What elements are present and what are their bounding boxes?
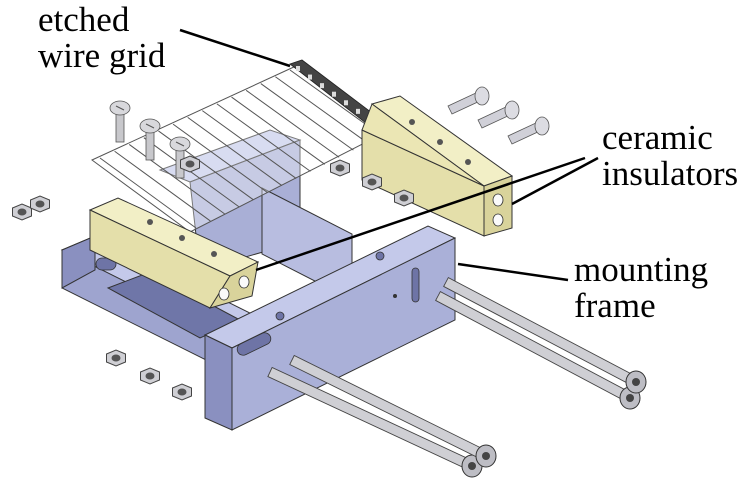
screw-head: [474, 86, 490, 106]
label-etched-wire-grid: etched wire grid: [38, 2, 165, 74]
hex-nut-hole: [399, 194, 409, 202]
rod-head-socket: [468, 462, 476, 470]
hex-nut-hole: [185, 160, 195, 168]
grid-wire: [172, 123, 268, 194]
frame-front-slot: [236, 332, 272, 356]
label-ceramic-line1: ceramic: [602, 118, 713, 157]
grid-wire: [275, 76, 368, 144]
grid-wire: [114, 150, 211, 222]
leader-ceramic-right: [511, 156, 599, 206]
screw-head: [504, 100, 520, 120]
grid-strip-hole: [296, 66, 300, 71]
rod-head-socket: [482, 452, 490, 460]
ceramic-left-top-hole: [211, 251, 217, 257]
ceramic-left-end-hole: [238, 275, 250, 289]
ceramic-insulator-right: [361, 95, 514, 237]
hex-nut-hole: [367, 178, 377, 186]
screw-slot: [115, 105, 125, 111]
grid-wire: [143, 137, 240, 208]
grid-strip-hole: [344, 100, 348, 106]
grid-wire: [245, 89, 340, 158]
grid-strip-hole: [308, 74, 312, 80]
ceramic-left-top-hole: [147, 219, 153, 225]
leader-lines: [179, 28, 599, 282]
frame-front-bar-end: [204, 334, 233, 431]
mounting-rods: [267, 276, 647, 478]
grid-wire: [260, 83, 354, 151]
hex-nut-hole: [17, 208, 27, 216]
hex-nut-hole: [177, 388, 187, 396]
leader-grid: [179, 28, 291, 68]
mounting-rod: [267, 366, 475, 472]
grid-wire: [99, 157, 197, 229]
screw-slot: [145, 123, 155, 129]
hex-nut-hole: [145, 372, 155, 380]
hex-nut-hole: [335, 164, 345, 172]
insulator-screws: [447, 86, 550, 145]
grid-wire: [216, 103, 311, 172]
label-ceramic-insulators: ceramic insulators: [602, 120, 738, 192]
ceramic-right-top-hole: [409, 119, 415, 125]
etched-wire-grid: [91, 59, 393, 233]
frame-hole: [275, 311, 285, 321]
leader-frame: [457, 262, 569, 282]
nuts: [12, 155, 414, 401]
ceramic-right-bevel: [361, 103, 485, 187]
frame-hole: [375, 251, 385, 261]
grid-wire: [128, 144, 225, 215]
grid-strip-hole: [320, 83, 324, 89]
leader-ceramic-left: [255, 156, 586, 272]
ceramic-left-top-hole: [179, 235, 185, 241]
ceramic-right-top-hole: [437, 139, 443, 145]
ceramic-right-top-hole: [465, 159, 471, 165]
hex-nut-hole: [35, 200, 45, 208]
label-mount-line1: mounting: [574, 250, 709, 289]
grid-wires: [99, 69, 383, 229]
label-ceramic-line2: insulators: [602, 154, 739, 193]
grid-strip-hole: [356, 108, 360, 114]
ceramic-right-end-hole: [492, 213, 504, 227]
grid-strip-hole: [332, 91, 336, 97]
label-mount-line2: frame: [574, 286, 656, 325]
screw-head: [534, 116, 550, 136]
grid-wire: [187, 116, 283, 186]
grid-wire: [231, 96, 326, 165]
label-mounting-frame: mounting frame: [574, 252, 708, 324]
screw-slot: [175, 141, 185, 147]
frame-hole: [393, 294, 397, 298]
label-grid-line2: wire grid: [38, 36, 166, 75]
mounting-rod: [289, 354, 489, 462]
label-grid-line1: etched: [38, 0, 130, 39]
grid-wire: [202, 110, 297, 179]
hex-nut-hole: [111, 354, 121, 362]
ceramic-insulator-left: [88, 197, 260, 309]
frame-side-slot: [411, 267, 420, 303]
rod-head-socket: [626, 394, 634, 402]
ceramic-right-end-hole: [492, 193, 504, 207]
rod-head-socket: [632, 378, 640, 386]
frame-left-rail-end: [61, 235, 96, 289]
ceramic-left-end-hole: [218, 287, 230, 301]
